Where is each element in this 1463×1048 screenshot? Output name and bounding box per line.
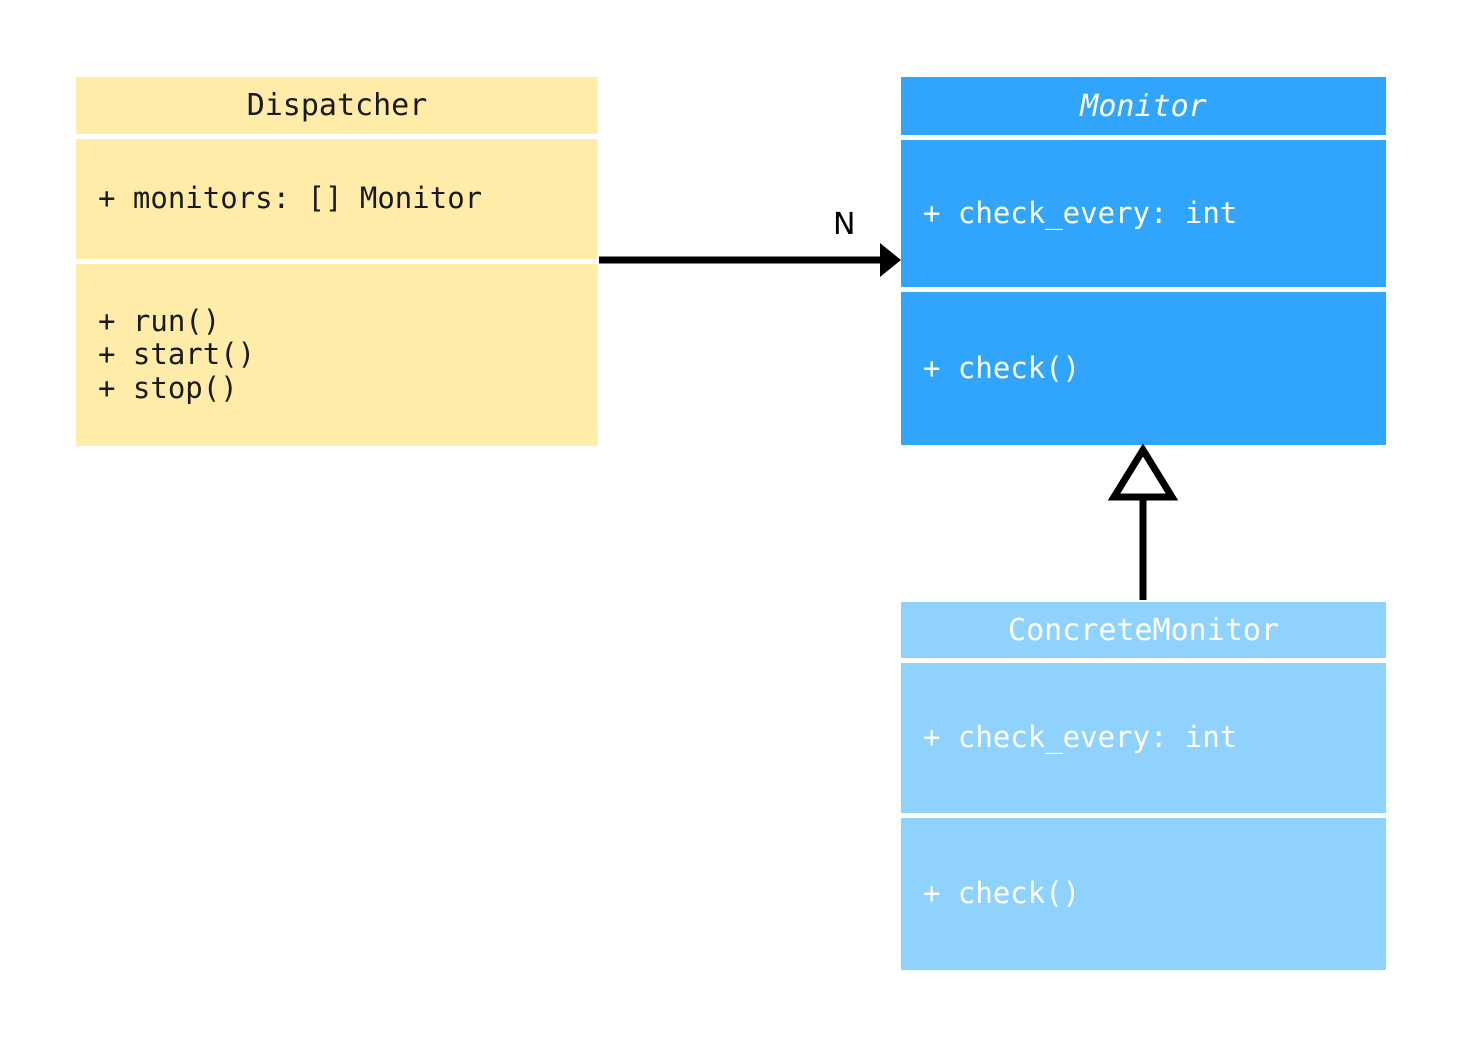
operations-compartment-concretemonitor: + check() bbox=[901, 818, 1386, 970]
class-name-monitor: Monitor bbox=[901, 77, 1386, 135]
filled-triangle-arrowhead-icon bbox=[880, 243, 901, 277]
class-box-monitor[interactable]: Monitor + check_every: int + check() bbox=[901, 77, 1386, 445]
class-name-dispatcher: Dispatcher bbox=[76, 77, 598, 134]
attribute-list-dispatcher: + monitors: [] Monitor bbox=[98, 181, 483, 216]
attributes-compartment-concretemonitor: + check_every: int bbox=[901, 663, 1386, 813]
generalization-concretemonitor-monitor bbox=[1107, 443, 1179, 600]
class-box-concretemonitor[interactable]: ConcreteMonitor + check_every: int + che… bbox=[901, 602, 1386, 970]
class-name-concretemonitor: ConcreteMonitor bbox=[901, 602, 1386, 658]
operation-list-dispatcher: + run() + start() + stop() bbox=[98, 303, 256, 405]
hollow-triangle-arrowhead-icon bbox=[1107, 443, 1179, 501]
operation-list-monitor: + check() bbox=[923, 350, 1081, 385]
operation-list-concretemonitor: + check() bbox=[923, 876, 1081, 911]
operations-compartment-dispatcher: + run() + start() + stop() bbox=[76, 264, 598, 446]
attribute-list-monitor: + check_every: int bbox=[923, 195, 1238, 230]
attribute-list-concretemonitor: + check_every: int bbox=[923, 720, 1238, 755]
class-box-dispatcher[interactable]: Dispatcher + monitors: [] Monitor + run(… bbox=[76, 77, 598, 446]
attributes-compartment-dispatcher: + monitors: [] Monitor bbox=[76, 139, 598, 259]
association-multiplicity-label: N bbox=[833, 207, 856, 242]
attributes-compartment-monitor: + check_every: int bbox=[901, 140, 1386, 287]
operations-compartment-monitor: + check() bbox=[901, 292, 1386, 445]
association-dispatcher-monitor bbox=[599, 243, 901, 277]
